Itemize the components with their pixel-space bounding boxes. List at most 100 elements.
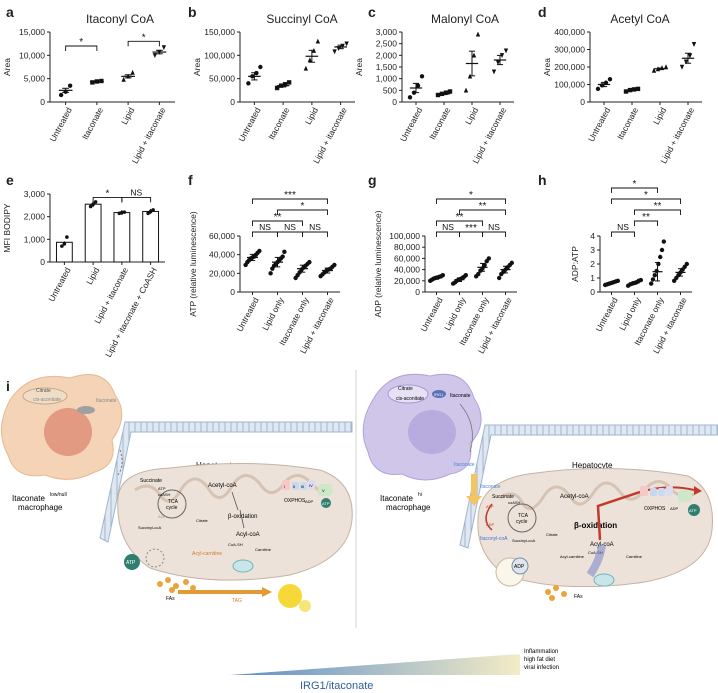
right-citrate-mito: Citrate (546, 532, 559, 537)
left-tca: TCA (168, 499, 179, 505)
sig-bracket-e (121, 196, 152, 203)
data-point-h (615, 278, 621, 283)
data-point-g (509, 260, 515, 266)
x-tick-label-c: Lipid (463, 105, 480, 126)
sig-bracket-g (482, 231, 506, 237)
y-tick-label-b: 0 (230, 97, 235, 107)
sig-label-h: * (644, 190, 648, 201)
y-tick-label-e: 1,000 (24, 234, 46, 244)
y-tick-label-e: 0 (40, 257, 45, 267)
y-tick-label-f: 60,000 (209, 231, 235, 241)
left-atp-ball-label: ATP (126, 560, 136, 566)
x-tick-label-h: Lipid only (617, 295, 643, 332)
title-d: Acetyl CoA (610, 12, 670, 26)
sig-label-h: ** (642, 212, 650, 223)
sig-label-g: NS (488, 222, 500, 232)
sig-label-g: NS (442, 222, 454, 232)
title-b: Succinyl CoA (266, 12, 338, 26)
data-point-h (648, 281, 654, 286)
data-point-f (282, 249, 287, 255)
right-itaconate-mito: Itaconate (480, 484, 501, 490)
data-point-d (687, 53, 693, 59)
data-point-b (315, 38, 321, 44)
left-membrane (99, 421, 353, 543)
right-fas: FAs (574, 594, 583, 600)
data-point-g (482, 262, 487, 268)
left-adp-oxphos: ADP (305, 499, 314, 504)
data-point-f (268, 271, 273, 276)
sig-label-g: ** (456, 212, 464, 223)
y-label-g: ADP (relative luminescence) (373, 210, 383, 317)
right-coash: coASH (508, 500, 521, 505)
data-point-b (303, 65, 309, 71)
data-point-d (679, 64, 685, 70)
left-oxphos-iv: IV (309, 483, 313, 488)
x-tick-label-c: Untreated (398, 105, 424, 143)
data-point-a (121, 76, 126, 82)
left-cisaconitate-label: cis-aconitate (33, 397, 61, 403)
data-point-b (344, 41, 349, 47)
bar-point-e (151, 208, 155, 212)
y-label-c: Area (354, 58, 364, 76)
data-point-c (475, 31, 481, 37)
data-point-h (659, 247, 665, 253)
right-membrane (459, 424, 718, 549)
left-atp-tca: ATP (158, 486, 166, 491)
data-point-d (595, 86, 601, 92)
chart-d: 0100,000200,000300,000400,000AreaUntreat… (542, 27, 702, 165)
bar-point-e (93, 200, 98, 204)
sig-label-f: ** (274, 212, 282, 223)
sig-label-g: ** (479, 201, 487, 212)
left-succinylcoa: Succinyl-coA (138, 525, 161, 530)
right-cisaconitate-label: cis-aconitate (396, 396, 424, 402)
left-acylcoa: Acyl-coA (236, 532, 260, 538)
data-point-a (152, 53, 158, 59)
data-point-d (691, 42, 697, 47)
bar-point-e (62, 242, 67, 246)
y-tick-label-g: 40,000 (394, 265, 420, 275)
y-tick-label-a: 15,000 (19, 27, 45, 37)
y-tick-label-g: 0 (415, 287, 420, 297)
right-atp-oxphos (688, 504, 700, 516)
right-secreted-itaconate: Itaconate (454, 462, 475, 468)
x-tick-label-d: Lipid (651, 105, 668, 126)
y-tick-label-f: 0 (230, 287, 235, 297)
panel-letter-g: g (368, 172, 377, 188)
chart-c: 05001,0001,5002,0002,5003,000AreaUntreat… (354, 27, 514, 165)
y-tick-label-a: 5,000 (24, 74, 46, 84)
left-succinate: Succinate (140, 478, 162, 484)
right-scenario: Citrate cis-aconitate IRG1 Itaconate Ita… (362, 373, 718, 601)
y-tick-label-c: 500 (383, 85, 397, 95)
right-coash2: CoA-SH (588, 550, 603, 555)
condition-3: viral infection (524, 665, 559, 671)
x-tick-label-b: Itaconate (266, 105, 291, 141)
gradient-label: IRG1/itaconate (300, 680, 373, 692)
y-tick-label-f: 40,000 (209, 250, 235, 260)
data-point-d (663, 64, 669, 70)
right-adp-oxphos: ADP (670, 506, 679, 511)
y-tick-label-b: 100,000 (204, 50, 235, 60)
sig-bracket-f (277, 231, 303, 237)
right-macrophage-label2: macrophage (386, 503, 431, 512)
y-tick-label-c: 0 (392, 97, 397, 107)
left-macrophage-nucleus (44, 408, 92, 456)
right-cycle: cycle (516, 519, 528, 525)
left-cycle: cycle (166, 505, 178, 511)
data-point-g (463, 273, 469, 278)
data-point-a (67, 83, 73, 88)
y-tick-label-h: 0 (590, 287, 595, 297)
x-tick-label-a: Untreated (48, 105, 74, 143)
y-tick-label-d: 100,000 (554, 80, 585, 90)
data-point-b (258, 64, 263, 70)
y-tick-label-e: 2,000 (24, 212, 46, 222)
x-tick-label-e: Lipid + itaconate + CoASH (103, 266, 159, 359)
left-acylcarnitine: Acyl-carnitine (192, 551, 222, 557)
sig-bracket-h (634, 209, 681, 215)
right-tca: TCA (518, 513, 529, 519)
sig-bracket-g (459, 209, 506, 215)
right-fa-dots (545, 585, 567, 601)
